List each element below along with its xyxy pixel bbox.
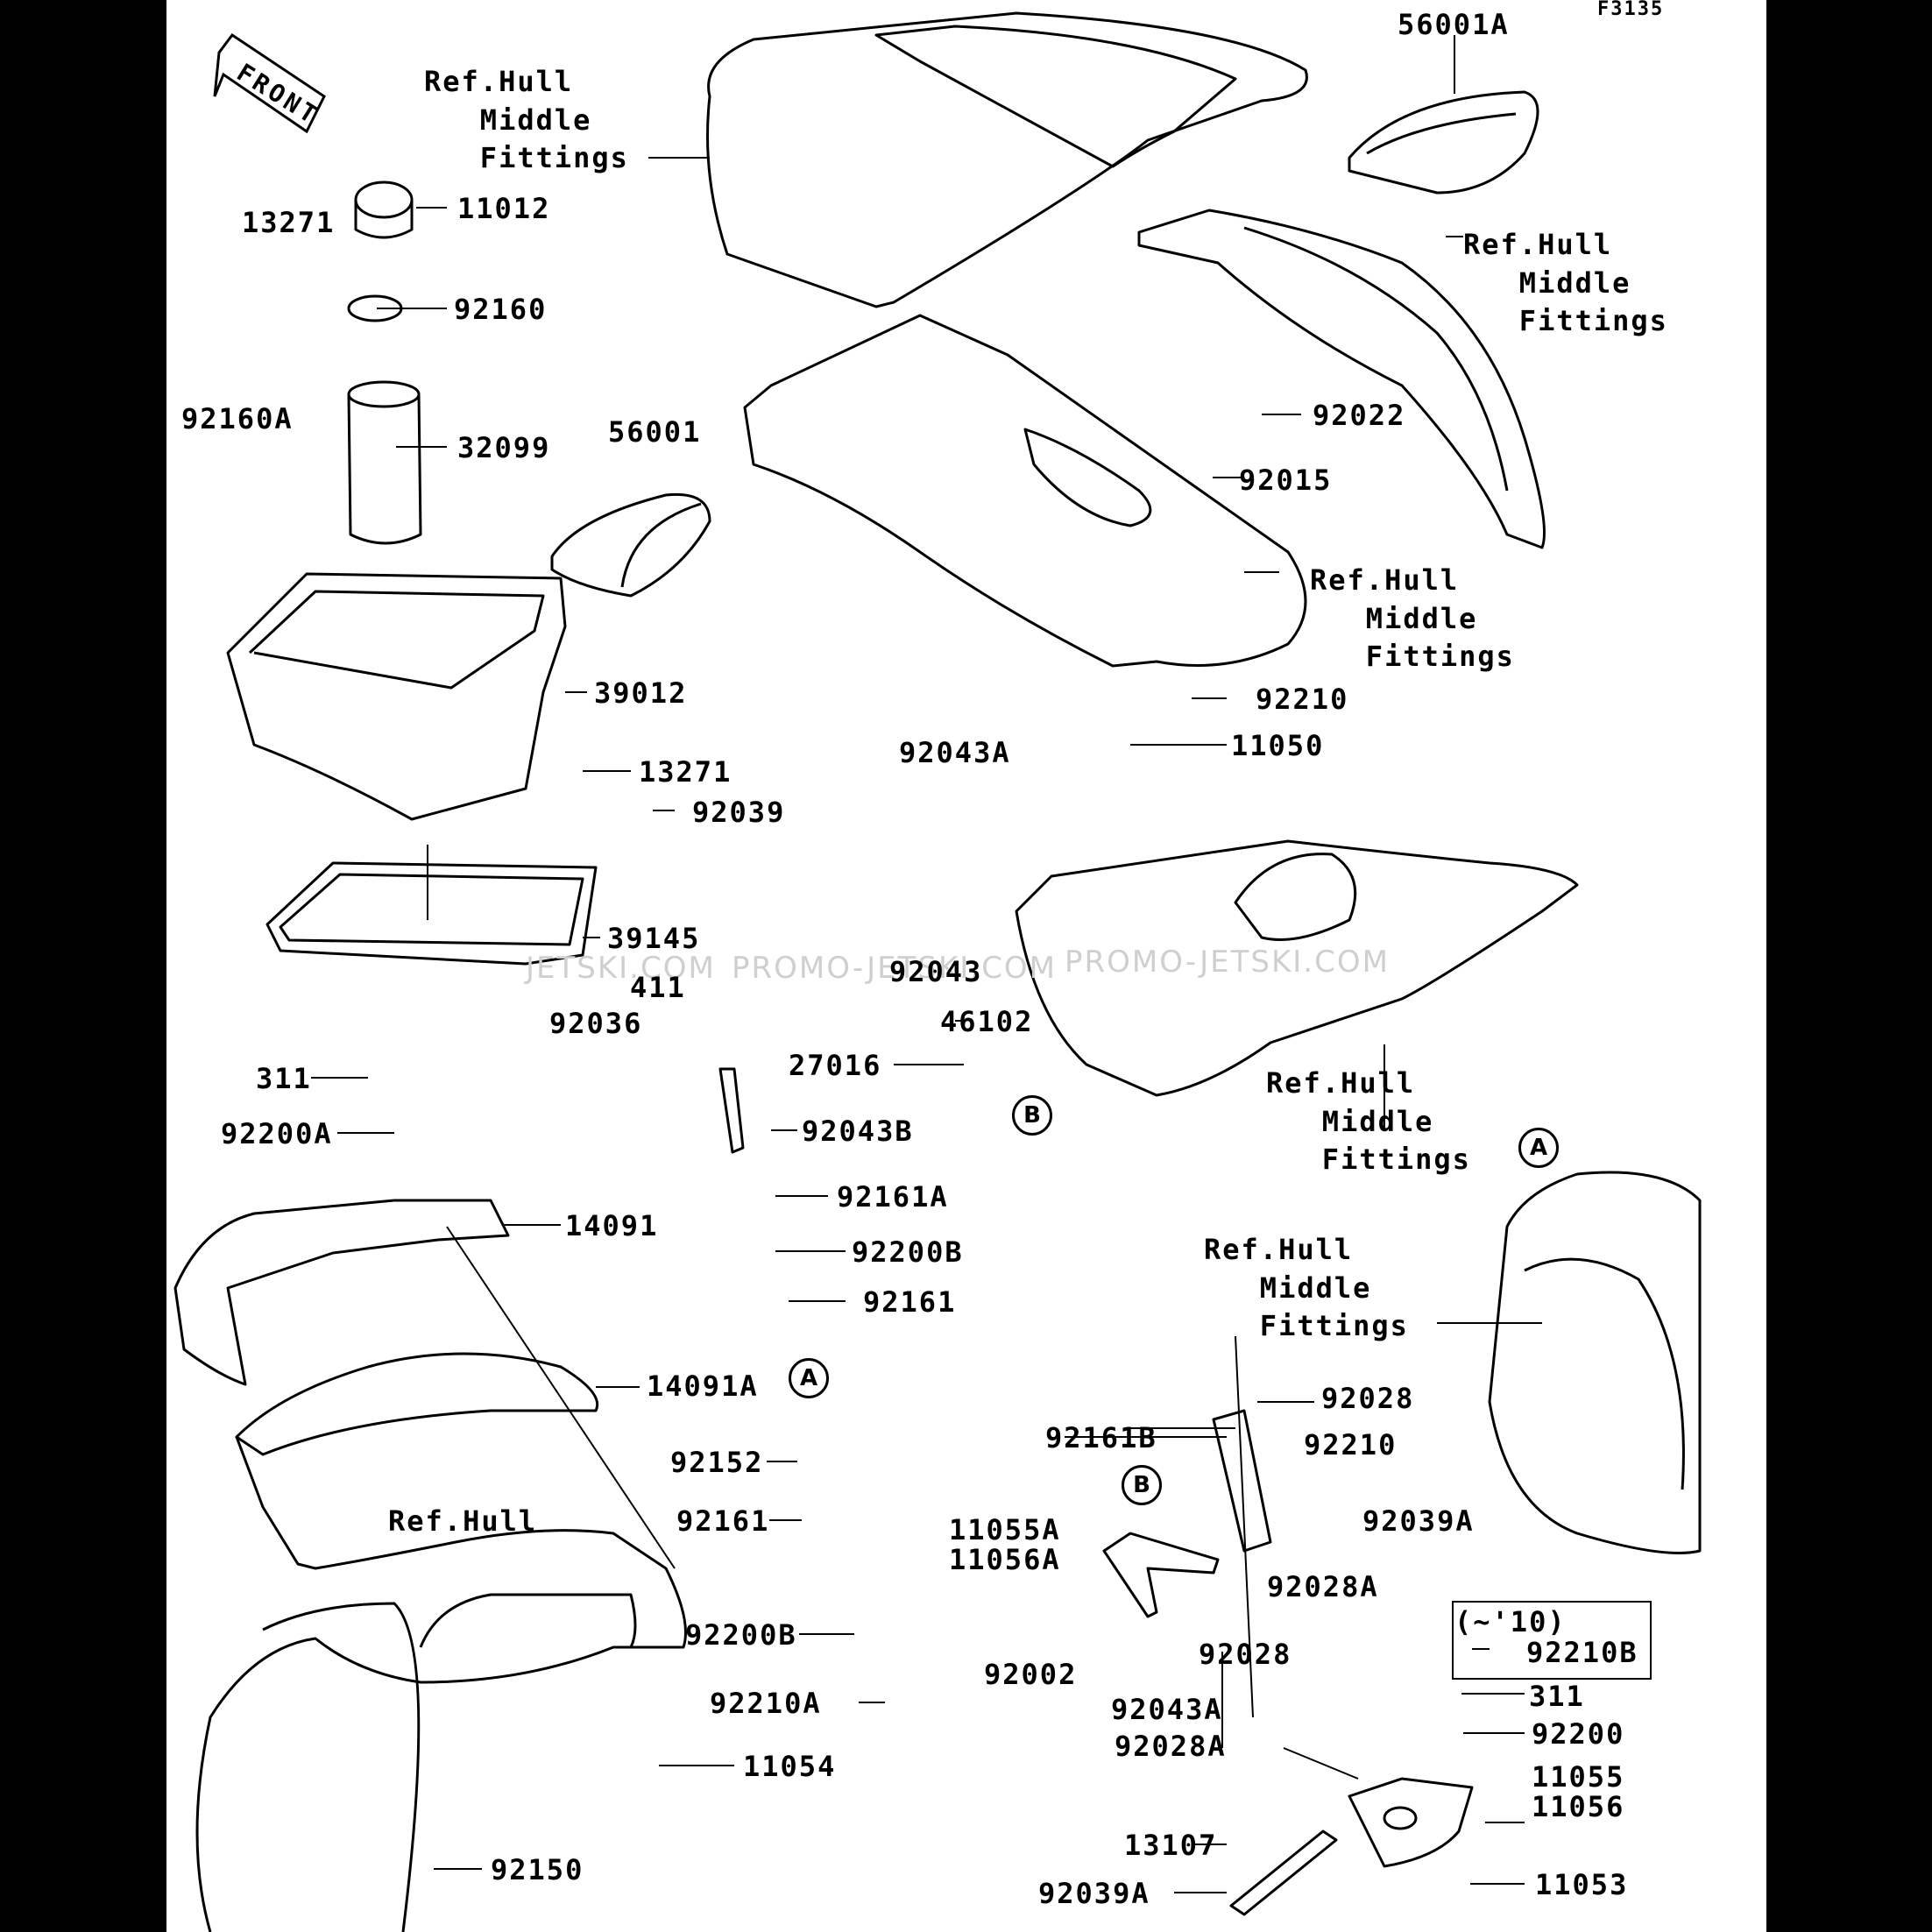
- front-arrow-icon: [213, 32, 326, 134]
- part-number: 92028: [1321, 1382, 1415, 1415]
- inset-box: [1452, 1601, 1652, 1680]
- seal-39145-drawing: [265, 861, 598, 966]
- seat-top-drawing: [706, 11, 1308, 308]
- part-number: 11012: [457, 192, 551, 225]
- part-number: 11056: [1532, 1790, 1625, 1823]
- bracket-11055a-drawing: [1102, 1532, 1220, 1618]
- part-number: 92161: [676, 1504, 770, 1538]
- part-number: 39012: [594, 676, 688, 710]
- part-number: 92161B: [1045, 1421, 1157, 1454]
- part-number: 311: [256, 1062, 312, 1095]
- ref-hull-middle-fittings: Ref.Hull Middle Fittings: [1266, 1066, 1471, 1177]
- part-number: 92150: [491, 1853, 584, 1886]
- ref-hull-middle-fittings: Ref.Hull Middle Fittings: [424, 65, 629, 175]
- watermark: JETSKI.COM: [526, 951, 716, 986]
- part-number: 92200B: [685, 1618, 797, 1652]
- part-number: 311: [1529, 1680, 1585, 1713]
- part-number: 14091: [565, 1209, 659, 1242]
- part-number: 92200A: [221, 1117, 333, 1150]
- part-number: 92160: [454, 293, 548, 326]
- part-number: 92161: [863, 1285, 957, 1319]
- part-number: 13271: [639, 755, 732, 789]
- part-number: 92043B: [802, 1115, 914, 1148]
- part-number: 56001A: [1398, 8, 1510, 41]
- part-number: 11056A: [949, 1543, 1061, 1576]
- part-number: 92028A: [1115, 1730, 1227, 1763]
- part-number: 11053: [1535, 1868, 1629, 1901]
- part-number: 13271: [242, 206, 336, 239]
- part-number: 11050: [1231, 729, 1325, 762]
- part-number: 92015: [1239, 464, 1333, 497]
- part-number: 11055: [1532, 1760, 1625, 1794]
- part-number: 39145: [607, 922, 701, 955]
- part-number: 32099: [457, 431, 551, 464]
- part-number: 92200: [1532, 1717, 1625, 1751]
- storage-bin-drawing: [226, 572, 567, 821]
- part-number: 92022: [1313, 399, 1406, 432]
- part-number: 92152: [670, 1446, 764, 1479]
- side-panel-right-drawing: [1137, 209, 1546, 549]
- part-number: 92210: [1304, 1428, 1398, 1461]
- part-number: 46102: [940, 1005, 1034, 1038]
- part-number: 11055A: [949, 1513, 1061, 1546]
- visor-56001a-drawing: [1348, 90, 1539, 195]
- part-number: 92039: [692, 796, 786, 829]
- inset-note: (~'10): [1454, 1605, 1567, 1638]
- ref-hull-middle-fittings: Ref.Hull Middle Fittings: [1463, 228, 1668, 338]
- part-number: 56001: [608, 415, 702, 449]
- hull-right-drawing: [1488, 1171, 1702, 1554]
- watermark: PROMO-JETSKI.COM: [1065, 945, 1390, 980]
- part-number: 92160A: [181, 402, 294, 435]
- hull-middle-drawing: [1015, 839, 1579, 1097]
- pin-13107-drawing: [1229, 1829, 1338, 1916]
- part-number: 92028: [1199, 1638, 1292, 1671]
- ref-hull: Ref.Hull: [388, 1504, 538, 1538]
- part-number: 11054: [743, 1750, 837, 1783]
- middle-panel-drawing: [743, 314, 1307, 668]
- part-number: 92043: [889, 955, 983, 988]
- spring-92161b-drawing: [1212, 1409, 1272, 1553]
- part-number: 92210A: [710, 1687, 822, 1720]
- callout-a: A: [1518, 1128, 1559, 1168]
- part-number: 92210B: [1526, 1636, 1638, 1669]
- part-number: 14091A: [647, 1369, 759, 1403]
- hull-left-drawing: [195, 1436, 687, 1932]
- diagram-code: F3135: [1597, 0, 1665, 20]
- part-number: 411: [630, 971, 686, 1004]
- part-number: 92200B: [852, 1235, 964, 1269]
- part-number: 92210: [1256, 683, 1349, 716]
- callout-b: B: [1012, 1095, 1052, 1136]
- latch-11055-drawing: [1348, 1777, 1474, 1868]
- part-number: 92039A: [1038, 1877, 1150, 1910]
- visor-56001-drawing: [550, 492, 711, 598]
- diagram-sheet: [166, 0, 1766, 1932]
- ref-hull-middle-fittings: Ref.Hull Middle Fittings: [1310, 563, 1515, 674]
- part-number: 27016: [789, 1049, 882, 1082]
- part-number: 92036: [549, 1007, 643, 1040]
- part-number: 92043A: [899, 736, 1011, 769]
- part-number: 92028A: [1267, 1570, 1379, 1603]
- cover-14091a-drawing: [235, 1352, 598, 1456]
- part-number: 92161A: [837, 1180, 949, 1214]
- cover-14091-drawing: [173, 1199, 510, 1386]
- callout-b: B: [1122, 1465, 1162, 1505]
- watermark: PROMO-JETSKI.COM: [732, 951, 1057, 986]
- ref-hull-middle-fittings: Ref.Hull Middle Fittings: [1204, 1233, 1409, 1343]
- bolt-92043b-drawing: [718, 1067, 745, 1154]
- part-number: 13107: [1124, 1829, 1218, 1862]
- callout-a: A: [789, 1358, 829, 1398]
- part-number: 92043A: [1111, 1693, 1223, 1726]
- part-number: 92039A: [1362, 1504, 1475, 1538]
- part-number: 92002: [984, 1658, 1078, 1691]
